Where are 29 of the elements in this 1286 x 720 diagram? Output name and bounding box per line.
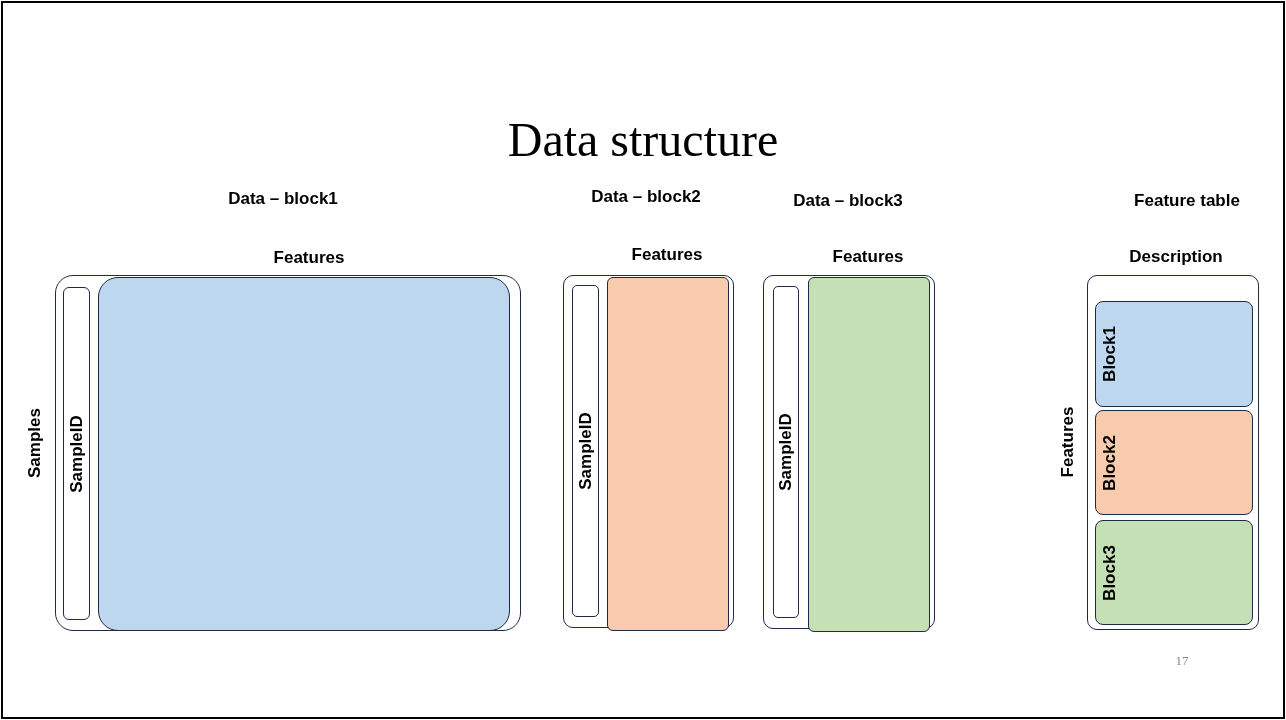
sample-id-column <box>773 286 799 618</box>
axis-label: Features <box>631 245 703 265</box>
column-label: SampleID <box>66 414 87 493</box>
block-heading: Data – block1 <box>228 189 338 209</box>
slide-title: Data structure <box>507 112 779 167</box>
column-label: SampleID <box>575 412 596 490</box>
block-row <box>1095 301 1253 407</box>
block-row <box>1095 410 1253 515</box>
sample-id-column <box>572 285 599 617</box>
feature-matrix <box>607 277 729 631</box>
block-frame <box>763 275 935 629</box>
axis-label: Features <box>1058 406 1078 478</box>
block-name: Block3 <box>1100 544 1120 601</box>
block-heading: Data – block3 <box>793 191 903 211</box>
axis-label: Features <box>832 247 904 267</box>
page-number: 17 <box>1175 653 1189 669</box>
block-frame <box>563 275 734 628</box>
block-name: Block1 <box>1100 326 1120 382</box>
axis-label: Description <box>1129 247 1223 267</box>
block-heading: Data – block2 <box>591 187 701 207</box>
feature-matrix <box>808 277 930 632</box>
axis-label: Features <box>273 248 345 268</box>
column-label: SampleID <box>776 413 796 491</box>
feature-table-frame <box>1087 275 1259 630</box>
axis-label: Samples <box>25 408 45 478</box>
block-row <box>1095 520 1253 625</box>
block-name: Block2 <box>1100 434 1120 491</box>
table-heading: Feature table <box>1134 191 1240 211</box>
sample-id-column <box>63 287 90 620</box>
